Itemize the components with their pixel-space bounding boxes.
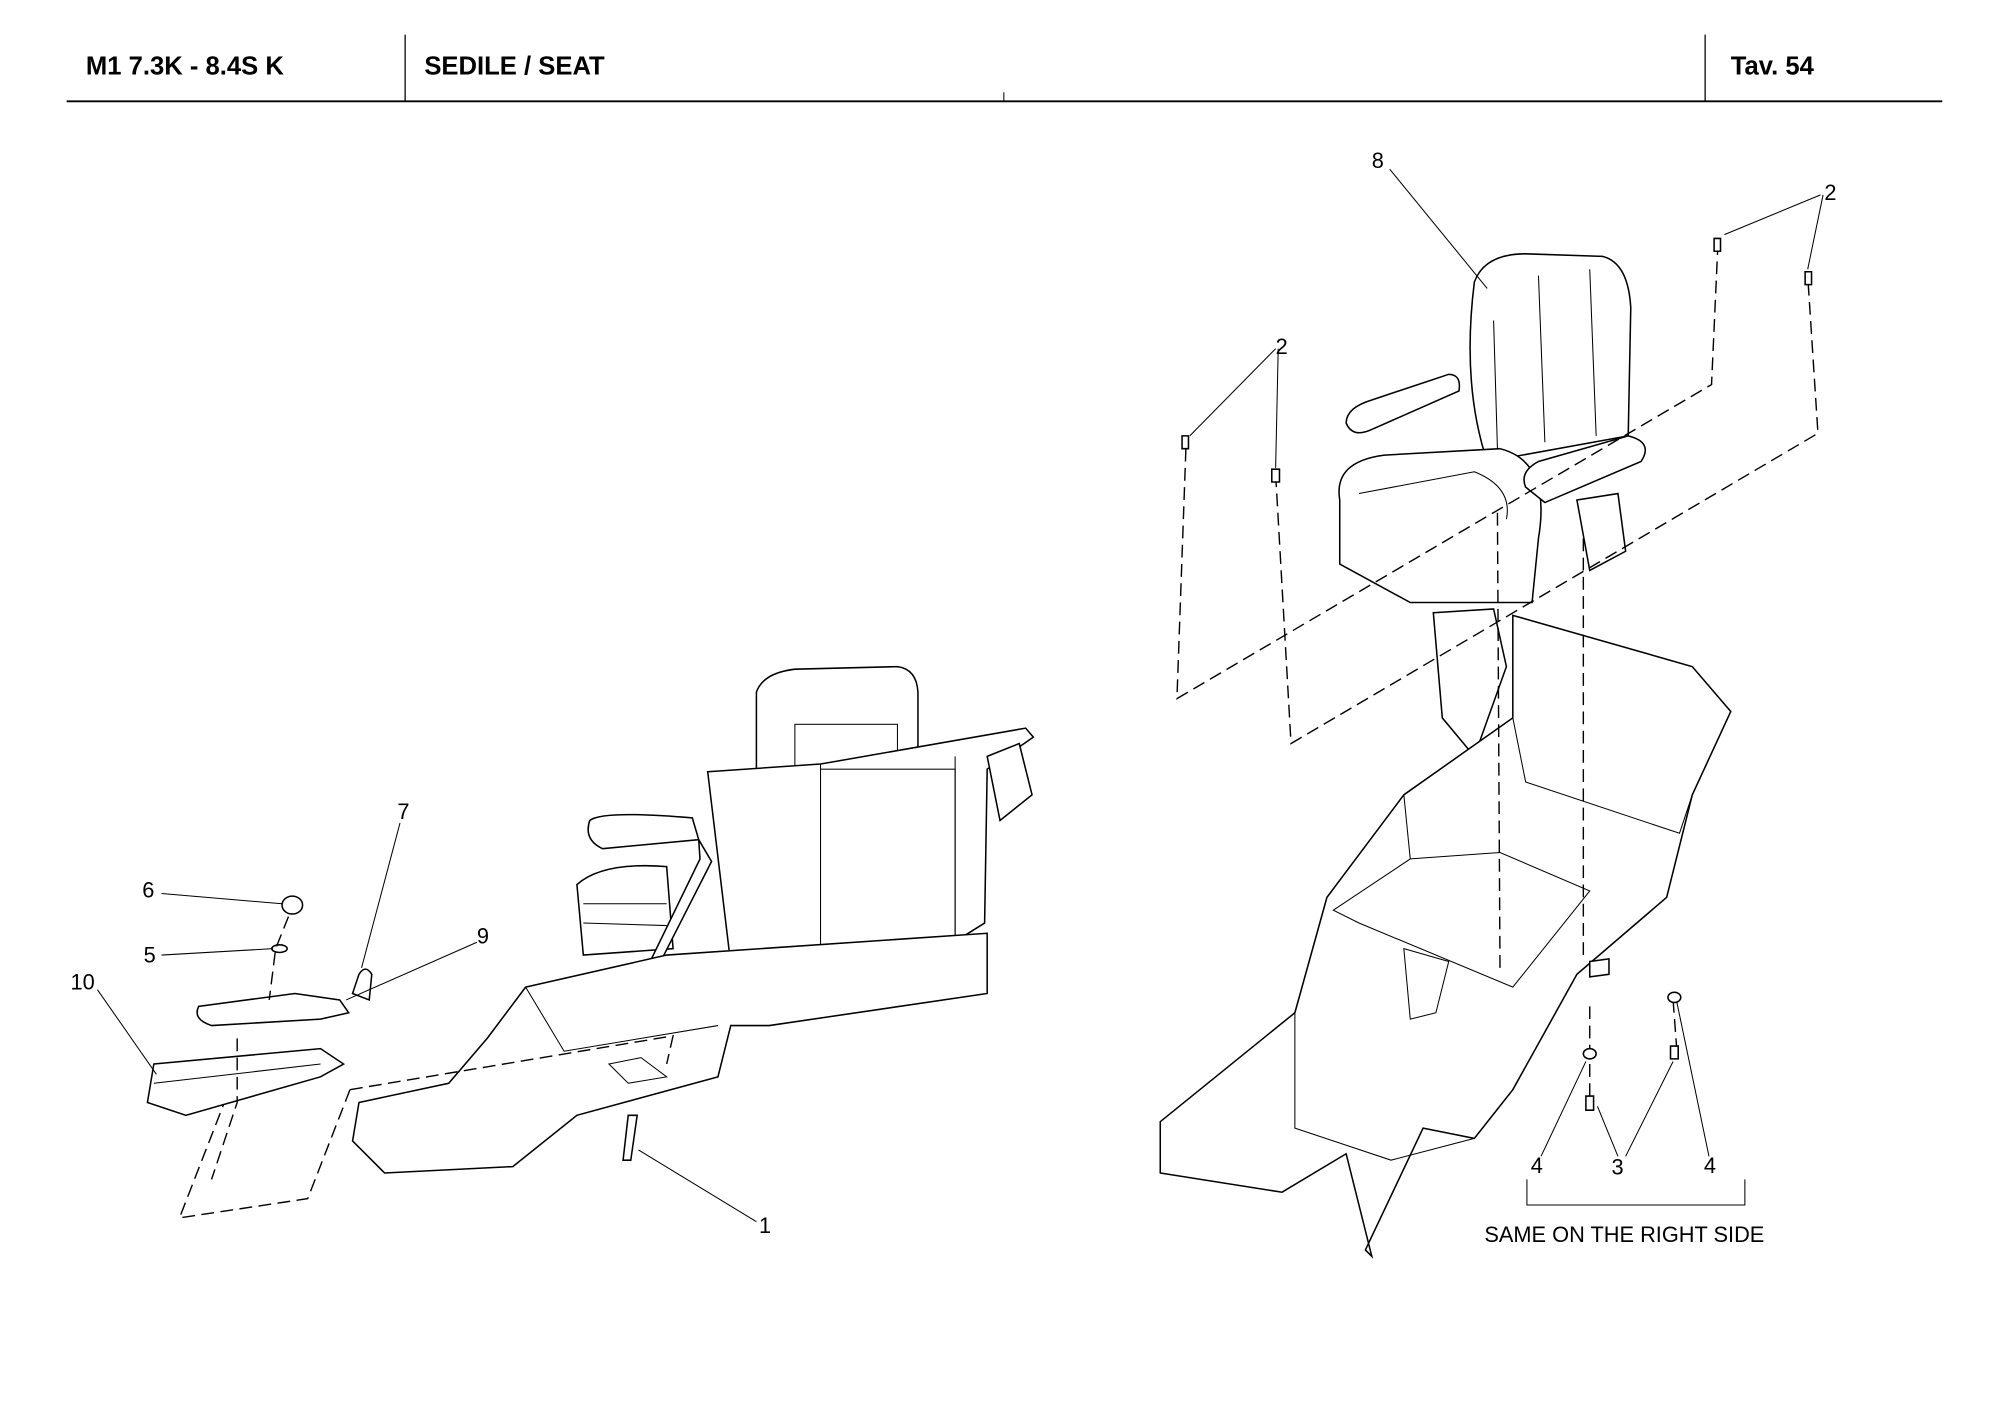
callout-6: 6 bbox=[142, 877, 154, 902]
left-assembly-drawing bbox=[146, 665, 1035, 1219]
note-bracket bbox=[1526, 1179, 1746, 1206]
callout-9: 9 bbox=[477, 924, 489, 949]
model-label: M1 7.3K - 8.4S K bbox=[86, 52, 284, 80]
page-title: SEDILE / SEAT bbox=[424, 52, 605, 80]
callout-2: 2 bbox=[1276, 334, 1288, 359]
title-block: M1 7.3K - 8.4S K SEDILE / SEAT Tav. 54 bbox=[66, 34, 1943, 103]
callouts: 1 2 2 3 4 4 5 6 7 8 9 10 SAME ON THE RIG… bbox=[71, 148, 1837, 1247]
callout-5: 5 bbox=[144, 943, 156, 968]
callout-3: 3 bbox=[1612, 1154, 1624, 1179]
callout-2: 2 bbox=[1824, 180, 1836, 205]
callout-8: 8 bbox=[1372, 148, 1384, 173]
right-side-note: SAME ON THE RIGHT SIDE bbox=[1484, 1222, 1764, 1247]
callout-1: 1 bbox=[759, 1213, 771, 1238]
callout-7: 7 bbox=[397, 799, 409, 824]
callout-10: 10 bbox=[71, 970, 95, 995]
leader-lines bbox=[97, 168, 1824, 1223]
right-assembly-drawing bbox=[1159, 237, 1819, 1259]
table-number: Tav. 54 bbox=[1731, 52, 1815, 80]
callout-4: 4 bbox=[1531, 1153, 1543, 1178]
callout-4: 4 bbox=[1704, 1153, 1716, 1178]
